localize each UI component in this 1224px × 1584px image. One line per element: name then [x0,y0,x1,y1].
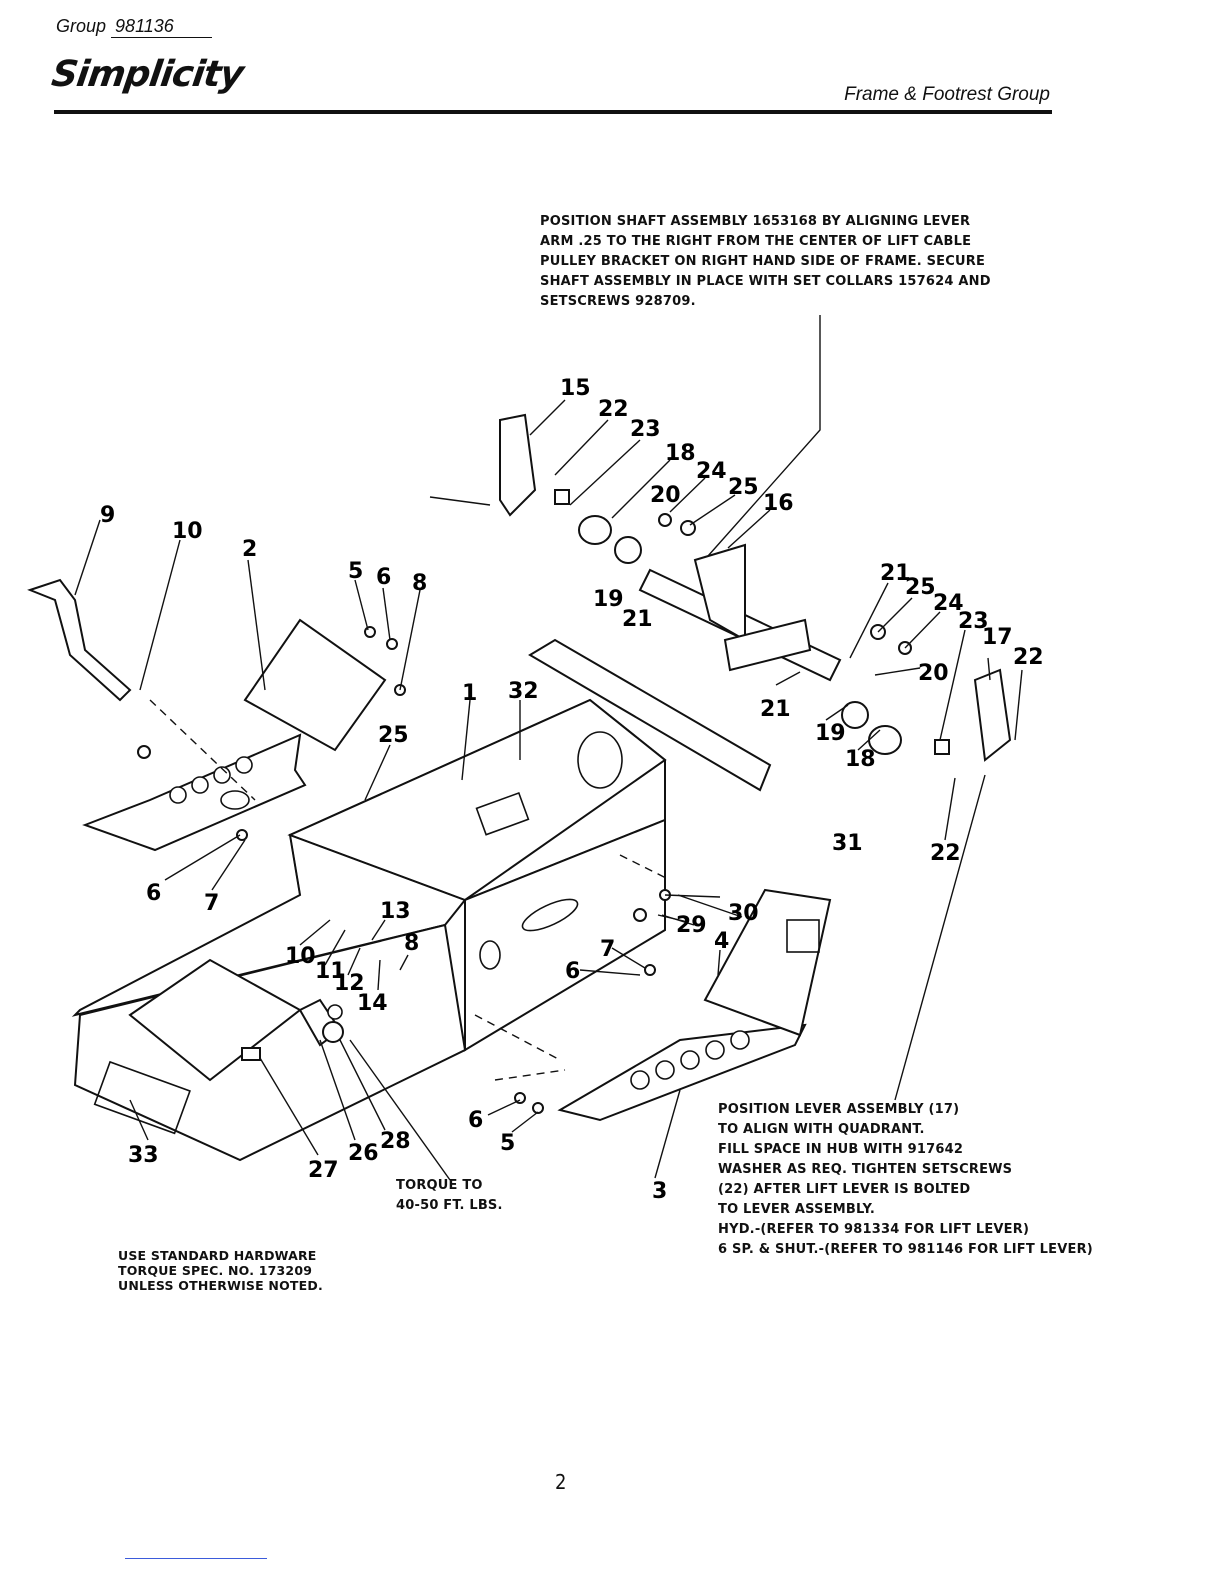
frame-body [71,698,667,1162]
callout-label: 6 [146,881,161,906]
hardware-items [137,489,950,1114]
callout-label: 6 [376,565,391,590]
callout-label: 16 [763,491,794,516]
group-label: Group 981136 [56,16,212,38]
note-line: FILL SPACE IN HUB WITH 917642 [718,1142,964,1157]
callout-label: 12 [334,971,365,996]
callout-label: 5 [348,559,363,584]
torque-note: TORQUE TO 40-50 FT. LBS. [396,1176,503,1216]
callout-label: 21 [760,697,791,722]
header-rule [54,110,1052,114]
note-line: SHAFT ASSEMBLY IN PLACE WITH SET COLLARS… [540,274,991,289]
callout-label: 20 [650,483,681,508]
callout-label: 6 [468,1108,483,1133]
lever-17 [973,668,1012,762]
callout-label: 7 [204,891,219,916]
callout-label: 31 [832,831,863,856]
callout-label: 25 [905,575,936,600]
bracket-arm [27,578,132,702]
note-line: WASHER AS REQ. TIGHTEN SETSCREWS [718,1162,1013,1177]
callout-label: 2 [242,537,257,562]
callout-label: 14 [357,991,388,1016]
note-line: (22) AFTER LIFT LEVER IS BOLTED [718,1182,971,1197]
callout-label: 24 [933,591,964,616]
callout-label: 4 [714,929,729,954]
callout-label: 8 [404,931,419,956]
callout-label: 22 [598,397,629,422]
note-line: UNLESS OTHERWISE NOTED. [118,1278,323,1293]
callout-label: 19 [815,721,846,746]
callout-label: 13 [380,899,411,924]
lever-assembly-note: POSITION LEVER ASSEMBLY (17) TO ALIGN WI… [718,1100,1093,1260]
note-line: SETSCREWS 928709. [540,294,696,309]
callout-label: 21 [880,561,911,586]
callout-label: 25 [378,723,409,748]
callout-label: 20 [918,661,949,686]
group-label-text: Group [56,16,107,36]
note-line: TO ALIGN WITH QUADRANT. [718,1122,925,1137]
leader-lines [74,399,1023,1181]
callout-label: 30 [728,901,759,926]
note-line: TORQUE TO [396,1178,483,1193]
callout-label: 33 [128,1143,159,1168]
callout-label: 23 [958,609,989,634]
callout-label: 11 [315,959,346,984]
group-number: 981136 [111,16,212,38]
callout-label: 25 [728,475,759,500]
note-line: TORQUE SPEC. NO. 173209 [118,1263,313,1278]
callout-label: 3 [652,1179,667,1204]
right-footrest [557,888,832,1122]
callout-label: 5 [500,1131,515,1156]
callout-label: 10 [285,944,316,969]
callout-label: 26 [348,1141,379,1166]
footer-line [125,1558,267,1559]
callout-numbers: 15 22 23 18 24 25 16 20 19 21 9 10 2 5 6… [100,376,1044,1204]
lever-15 [499,413,537,517]
note-line: 6 SP. & SHUT.-(REFER TO 981146 FOR LIFT … [718,1242,1093,1257]
callout-label: 15 [560,376,591,401]
callout-label: 27 [308,1158,339,1183]
note-line: HYD.-(REFER TO 981334 FOR LIFT LEVER) [718,1222,1030,1237]
callout-label: 17 [982,625,1013,650]
callout-label: 21 [622,607,653,632]
callout-label: 29 [676,913,707,938]
note-line: USE STANDARD HARDWARE [118,1248,317,1263]
callout-label: 23 [630,417,661,442]
callout-label: 18 [665,441,696,466]
lift-shaft-assembly [638,543,842,682]
note-leader-line [699,315,821,566]
callout-label: 22 [1013,645,1044,670]
page-number: 2 [555,1470,567,1494]
note-line: PULLEY BRACKET ON RIGHT HAND SIDE OF FRA… [540,254,986,269]
callout-label: 28 [380,1129,411,1154]
callout-label: 22 [930,841,961,866]
callout-label: 9 [100,503,115,528]
callout-label: 8 [412,571,427,596]
standard-hardware-note: USE STANDARD HARDWARE TORQUE SPEC. NO. 1… [118,1248,323,1293]
callout-label: 1 [462,681,477,706]
callout-label: 7 [600,937,615,962]
note-line: ARM .25 TO THE RIGHT FROM THE CENTER OF … [540,234,972,249]
note-line: 40-50 FT. LBS. [396,1198,503,1213]
callout-label: 18 [845,747,876,772]
shaft-assembly-note: POSITION SHAFT ASSEMBLY 1653168 BY ALIGN… [540,212,991,312]
callout-label: 19 [593,587,624,612]
section-title: Frame & Footrest Group [844,84,1050,105]
left-footrest [82,618,387,852]
assembly-guides [149,699,671,1081]
note-line: TO LEVER ASSEMBLY. [718,1202,876,1217]
callout-label: 32 [508,679,539,704]
note-line: POSITION SHAFT ASSEMBLY 1653168 BY ALIGN… [540,214,971,229]
callout-label: 6 [565,959,580,984]
callout-label: 10 [172,519,203,544]
cross-channel [528,638,772,792]
note-line: POSITION LEVER ASSEMBLY (17) [718,1102,960,1117]
callout-label: 24 [696,459,727,484]
